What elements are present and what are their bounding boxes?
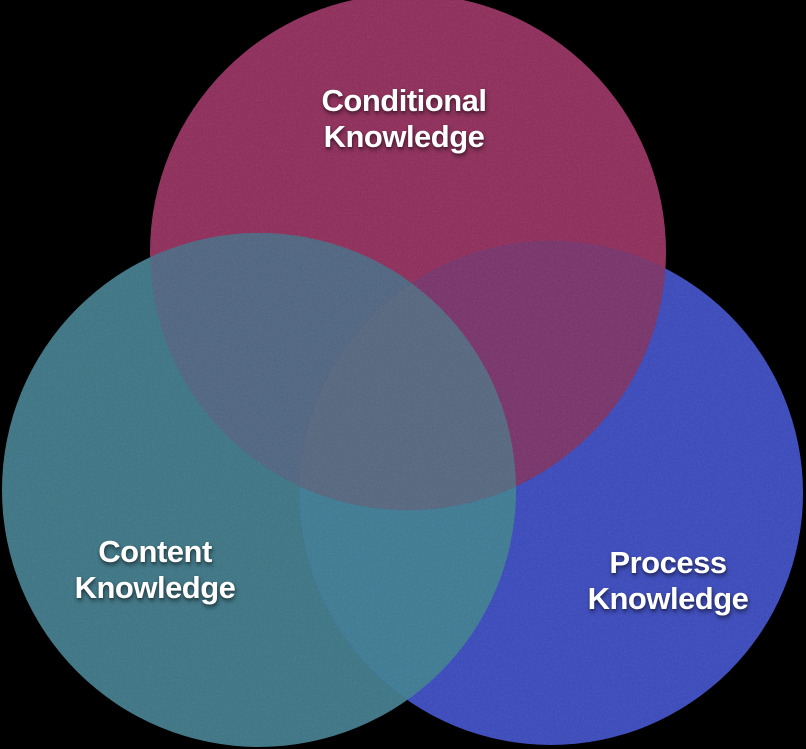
venn-canvas	[2, 0, 803, 747]
paper-grain-texture	[2, 0, 803, 747]
venn-diagram: Conditional Knowledge Content Knowledge …	[2, 0, 803, 747]
